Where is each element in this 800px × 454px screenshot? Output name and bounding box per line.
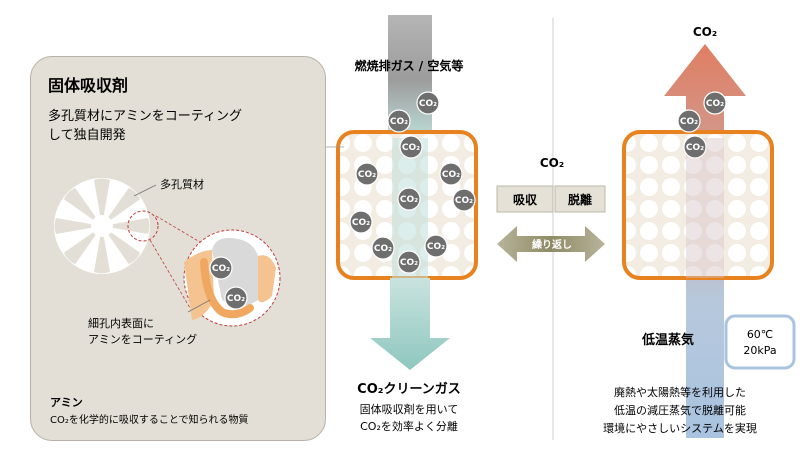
co2-molecule-label: CO₂: [212, 264, 230, 274]
desorption-sorbent-bed: [622, 130, 774, 280]
co2-molecule-label: CO₂: [427, 242, 445, 252]
co2-molecule-icon: [397, 187, 421, 211]
co2-molecule-icon: [397, 250, 421, 274]
sorbent-desc-line2: して独自開発: [48, 128, 126, 143]
co2-molecule-icon: [683, 135, 707, 159]
flue-gas-label: 燃焼排ガス / 空気等: [355, 58, 464, 73]
clean-gas-desc-line1: 固体吸収剤を用いて: [360, 402, 459, 416]
repeat-label: 繰り返し: [532, 238, 572, 251]
absorb-label: 吸収: [513, 193, 538, 207]
desorb-desc-line2: 低温の減圧蒸気で脱離可能: [614, 403, 746, 417]
co2-molecule-icon: [424, 234, 448, 258]
cycle-co2-label: CO₂: [540, 156, 564, 170]
co2-molecule-label: CO₂: [686, 143, 704, 153]
porous-material-label: 多孔質材: [160, 177, 204, 191]
steam-label: 低温蒸気: [641, 332, 694, 348]
pore-zoom: [183, 229, 281, 327]
co2-molecule-label: CO₂: [390, 117, 408, 127]
amine-title: アミン: [50, 396, 83, 409]
repeat-double-arrow: [497, 226, 605, 262]
co2-molecule-icon: [387, 109, 411, 133]
co2-molecule-icon: [399, 135, 423, 159]
clean-gas-outflow-arrow: [370, 278, 450, 370]
co2-molecule-label: CO₂: [374, 244, 392, 254]
co2-molecule-label: CO₂: [352, 218, 370, 228]
zoom-line-bottom: [149, 239, 191, 309]
co2-molecule-icon: [452, 188, 476, 212]
absorb-box: [496, 185, 554, 213]
co2-molecule-icon: [439, 162, 463, 186]
steam-path-through-bed: [686, 138, 724, 278]
zoom-line-top: [155, 215, 201, 243]
co2-molecule-label: CO₂: [402, 143, 420, 153]
co2-molecule-label: CO₂: [400, 195, 418, 205]
steam-temperature: 60℃: [747, 328, 773, 341]
desorb-label: 脱離: [568, 192, 592, 207]
steam-condition-box: [724, 314, 796, 370]
co2-molecule-label: CO₂: [442, 170, 460, 180]
zoom-source-circle: [127, 210, 159, 242]
pore-leader-line: [187, 299, 211, 313]
co2-molecule-icon: [349, 210, 373, 234]
co2-molecule-label: CO₂: [358, 170, 376, 180]
porous-leader-line: [133, 184, 157, 197]
co2-molecule-icon: [224, 286, 248, 310]
co2-molecule-icon: [371, 236, 395, 260]
sorbent-desc-line1: 多孔質材にアミンをコーティング: [48, 108, 242, 124]
co2-molecule-label: CO₂: [455, 196, 473, 206]
porous-material-shape: [54, 178, 150, 274]
desorb-desc-line1: 廃熱や太陽熱等を利用した: [614, 385, 746, 399]
clean-gas-desc-line2: CO₂を効率よく分離: [360, 419, 458, 433]
co2-molecule-label: CO₂: [706, 99, 724, 109]
desorb-desc-line3: 環境にやさしいシステムを実現: [603, 421, 757, 435]
clean-gas-title: CO₂クリーンガス: [357, 382, 461, 397]
co2-molecule-icon: [355, 162, 379, 186]
sorbent-title: 固体吸収剤: [48, 76, 128, 95]
pore-label-line2: アミンをコーティング: [88, 332, 197, 346]
desorb-box: [554, 185, 606, 213]
co2-molecule-icon: [209, 256, 233, 280]
co2-molecule-label: CO₂: [419, 99, 437, 109]
co2-molecule-label: CO₂: [227, 294, 245, 304]
co2-molecule-icon: [703, 91, 727, 115]
co2-molecule-icon: [677, 109, 701, 133]
pore-label-line1: 細孔内表面に: [88, 316, 154, 330]
co2-molecule-label: CO₂: [400, 258, 418, 268]
steam-pressure: 20kPa: [743, 344, 776, 357]
amine-desc: CO₂を化学的に吸収することで知られる物質: [50, 413, 249, 426]
co2-molecule-icon: [416, 91, 440, 115]
co2-molecule-label: CO₂: [680, 117, 698, 127]
released-co2-label: CO₂: [693, 25, 717, 39]
